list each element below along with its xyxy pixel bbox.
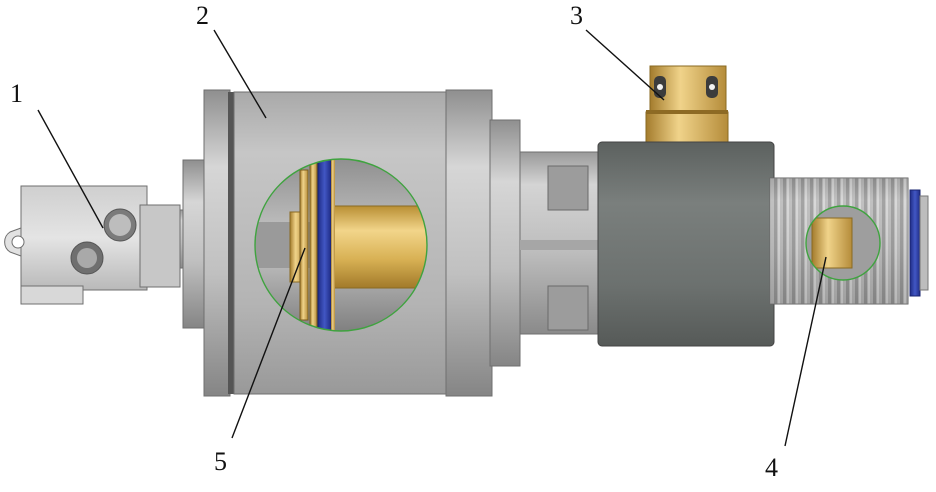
leader-5 xyxy=(231,247,306,439)
callout-1: 1 xyxy=(10,79,23,108)
leader-4 xyxy=(784,256,827,447)
leader-3 xyxy=(585,29,665,101)
housing-cutaway xyxy=(255,159,427,331)
brass-fitting xyxy=(645,65,729,145)
callout-5: 5 xyxy=(214,447,227,476)
dark-valve-body xyxy=(597,141,775,347)
middle-shaft xyxy=(519,151,603,335)
leader-2 xyxy=(213,29,267,119)
leader-1 xyxy=(37,109,104,229)
mounting-bracket xyxy=(4,185,199,305)
leader-lines xyxy=(37,29,827,447)
callout-2: 2 xyxy=(196,1,209,30)
callout-3: 3 xyxy=(570,1,583,30)
threaded-end-cutaway xyxy=(806,206,880,280)
callout-labels: 1 2 3 4 5 xyxy=(10,1,778,482)
callout-4: 4 xyxy=(765,453,778,482)
